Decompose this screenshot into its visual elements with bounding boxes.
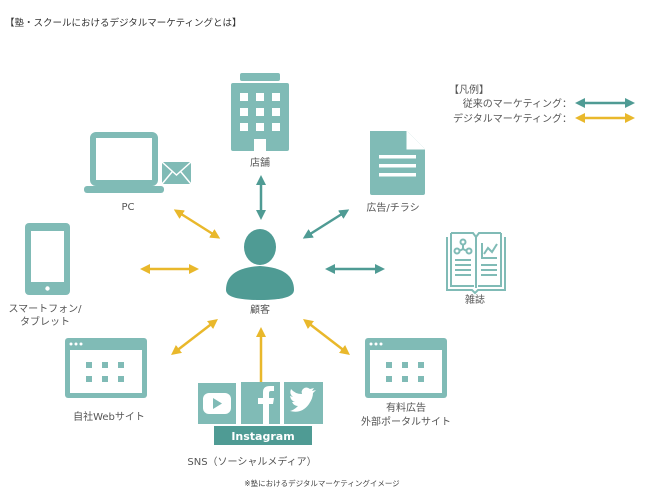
magazine-label: 雑誌 [465,293,485,306]
paid-ad-arrow [303,318,350,356]
youtube-icon [198,383,236,424]
twitter-icon [284,382,323,424]
smartphone-label-1: スマートフォン/ [8,304,82,315]
browser-window-icon [365,338,447,398]
magazine-icon [446,232,506,295]
footnote: ※塾におけるデジタルマーケティングイメージ [244,478,400,488]
pc-arrow [173,209,221,239]
legend: 【凡例】 従来のマーケティング： デジタルマーケティング： [449,83,635,125]
legend-heading: 【凡例】 [449,83,489,96]
person-icon [226,229,294,300]
connection-arrows [140,175,385,405]
pc-label: PC [121,202,134,213]
legend-digital-label: デジタルマーケティング： [453,112,572,125]
paid-ad-label-1: 有料広告 [386,401,426,414]
paid-ad-label-2: 外部ポータルサイト [361,415,451,428]
legend-traditional-label: 従来のマーケティング： [463,97,572,110]
diagram-title: 【塾・スクールにおけるデジタルマーケティングとは】 [5,17,242,29]
document-icon [370,131,425,195]
instagram-label: Instagram [231,430,294,443]
instagram-bar [214,426,312,445]
sns-label: SNS（ソーシャルメディア） [187,455,316,468]
laptop-mail-icon [84,132,192,193]
customer-label: 顧客 [250,303,270,316]
tablet-icon [25,223,70,295]
website-arrow [171,318,218,356]
browser-window-icon [65,338,147,398]
website-label: 自社Webサイト [73,410,145,423]
building-icon [231,73,289,151]
flyer-arrow [302,209,350,239]
facebook-icon [241,382,280,424]
store-label: 店舗 [250,156,270,169]
flyer-label: 広告/チラシ [366,201,419,214]
smartphone-label-2: タブレット [20,315,70,328]
